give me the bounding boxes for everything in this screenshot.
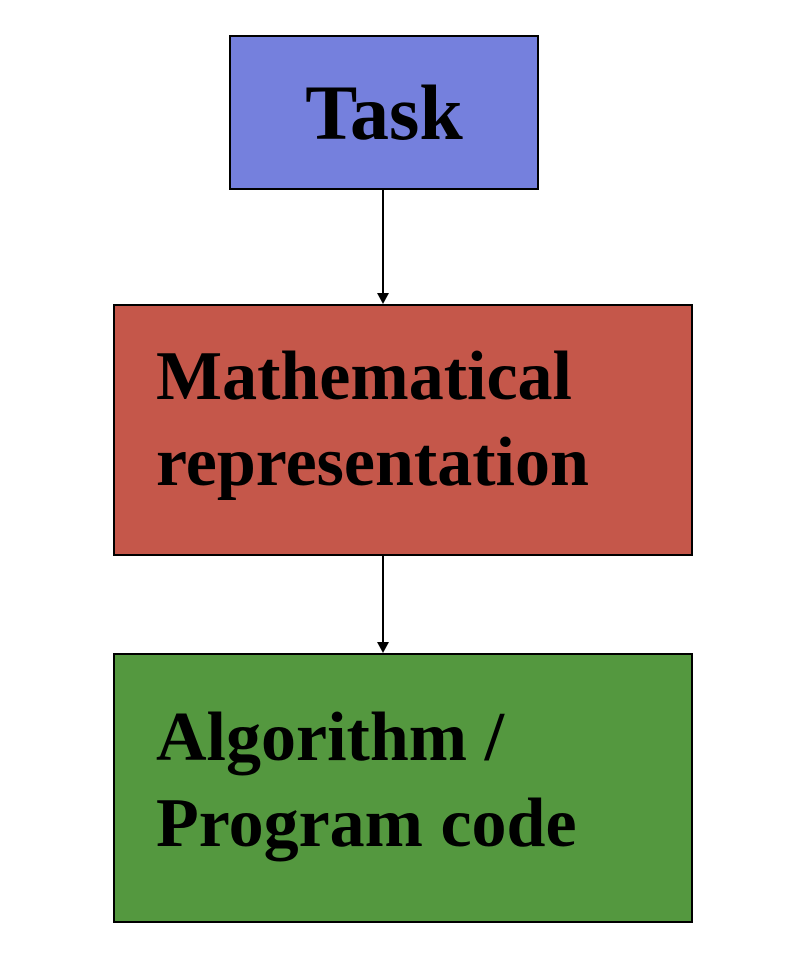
mathematical-representation-box: Mathematical representation [113,304,693,556]
arrow-task-to-math [377,190,389,304]
algorithm-program-code-box: Algorithm / Program code [113,653,693,923]
math-label-line-2: representation [156,424,589,501]
arrow-math-to-algo [377,556,389,653]
math-label-line-1: Mathematical [156,338,572,415]
algo-label-line-2: Program code [156,785,577,862]
algo-label-line-1: Algorithm / [156,699,505,776]
task-box: Task [229,35,539,190]
task-label: Task [305,68,463,156]
